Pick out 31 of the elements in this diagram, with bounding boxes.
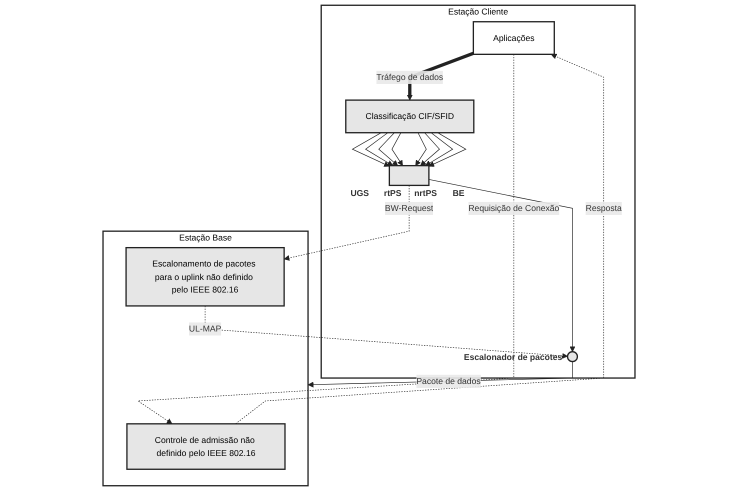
edge-label: Tráfego de dados xyxy=(376,72,444,82)
node-circle xyxy=(566,351,578,362)
edge-label: Requisição de Conexão xyxy=(468,203,560,214)
arrow xyxy=(392,132,403,166)
node-label: rtPS xyxy=(384,188,402,198)
node-label: BE xyxy=(452,188,464,198)
edge-label: BW-Request xyxy=(384,203,434,214)
node-box: Controle de admissão não definido pelo IEEE 802.16 xyxy=(126,423,286,470)
arrow xyxy=(420,132,440,166)
arrow xyxy=(308,361,573,388)
arrow xyxy=(365,132,394,166)
arrow xyxy=(378,132,398,166)
edge-label: Resposta xyxy=(586,203,622,214)
arrow xyxy=(235,54,604,424)
arrow xyxy=(415,132,427,166)
node-label: Escalonador de pacotes xyxy=(464,352,562,362)
arrow xyxy=(137,54,514,424)
node-box: Aplicações xyxy=(472,21,555,55)
arrow xyxy=(428,132,467,167)
arrow xyxy=(284,185,410,261)
arrow xyxy=(428,179,576,352)
node-label: nrtPS xyxy=(414,188,437,198)
node-box: Classificação CIF/SFID xyxy=(345,99,474,134)
arrow xyxy=(425,132,454,166)
node-label: UGS xyxy=(350,188,369,198)
arrow xyxy=(352,132,390,167)
arrow xyxy=(204,306,568,359)
node-box: Escalonamento de pacotes para o uplink não definido pelo IEEE 802.16 xyxy=(125,246,285,307)
node-box xyxy=(388,164,430,186)
edge-label: UL-MAP xyxy=(188,324,222,334)
edge-label: Pacote de dados xyxy=(416,376,481,386)
